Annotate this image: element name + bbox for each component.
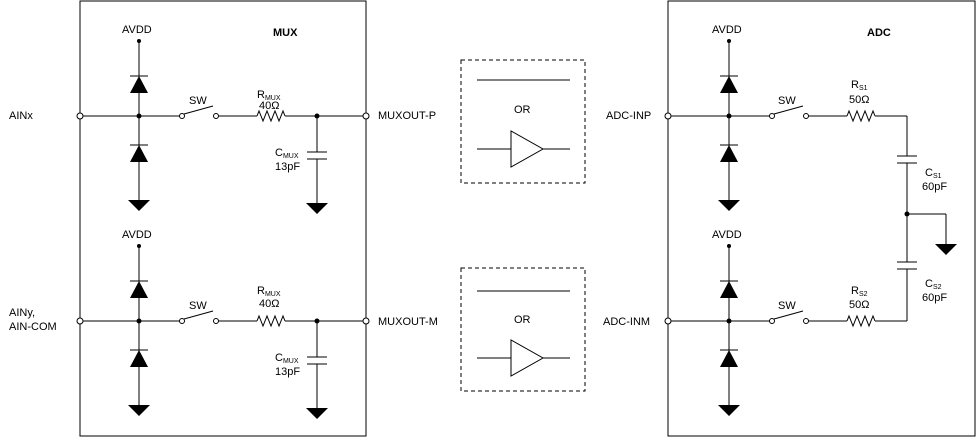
junction-dot	[136, 318, 142, 324]
ground-symbol	[306, 203, 328, 214]
rs2-value: 50Ω	[849, 299, 869, 311]
mux-title: MUX	[273, 27, 298, 39]
switch-blade	[773, 105, 804, 115]
resistor-rs1	[846, 109, 876, 123]
cmux-label: CMUX	[275, 352, 299, 365]
input-label-m-line2: AIN-COM	[9, 321, 57, 333]
avdd-label: AVDD	[712, 229, 742, 241]
buffer-amplifier-icon	[510, 130, 545, 168]
switch-label: SW	[189, 300, 207, 312]
adc-channel-p: ADC-INP AVDD SW RS1 50Ω CS1 60pF	[606, 24, 947, 211]
switch-contact	[179, 318, 185, 324]
avdd-label: AVDD	[712, 24, 742, 36]
output-label-m: MUXOUT-M	[378, 316, 438, 328]
adc-channel-m: ADC-INM AVDD SW RS2 50Ω CS2 60pF	[603, 229, 947, 416]
adc-input-label-p: ADC-INP	[606, 110, 651, 122]
switch-contact	[803, 113, 809, 119]
avdd-label: AVDD	[122, 24, 152, 36]
cs2-value: 60pF	[922, 292, 947, 304]
input-pin-p	[76, 112, 84, 120]
junction-dot	[136, 113, 142, 119]
switch-contact	[179, 113, 185, 119]
input-label-p: AINx	[9, 110, 33, 122]
esd-diode-lower	[720, 350, 738, 367]
switch-label: SW	[189, 95, 207, 107]
buffer-amplifier-icon	[510, 339, 545, 377]
ground-symbol	[718, 405, 740, 416]
rs2-label: RS2	[851, 285, 868, 298]
rmux-value: 40Ω	[259, 298, 279, 310]
adc-input-pin-m	[664, 317, 672, 325]
output-label-p: MUXOUT-P	[378, 110, 436, 122]
mux-box	[79, 0, 367, 437]
avdd-label: AVDD	[122, 229, 152, 241]
esd-diode-lower	[720, 145, 738, 162]
ground-symbol	[128, 405, 150, 416]
ground-symbol	[935, 244, 957, 255]
resistor-rs2	[846, 314, 876, 328]
rs1-value: 50Ω	[849, 94, 869, 106]
switch-contact	[803, 318, 809, 324]
cmux-value: 13pF	[275, 366, 300, 378]
mux-channel-p: AVDD AINx SW RMUX 40Ω CMUX 13pF	[9, 24, 436, 214]
input-pin-m	[76, 317, 84, 325]
switch-blade	[183, 310, 214, 320]
ground-symbol	[306, 408, 328, 419]
rs1-label: RS1	[851, 79, 868, 92]
switch-blade	[183, 105, 214, 115]
ground-symbol	[128, 200, 150, 211]
switch-contact	[769, 113, 775, 119]
junction-dot	[726, 113, 732, 119]
option-box-top: OR	[460, 59, 586, 184]
resistor-rmux	[256, 314, 286, 328]
esd-diode-lower	[130, 350, 148, 367]
rmux-label: RMUX	[257, 285, 281, 298]
switch-label: SW	[778, 95, 796, 107]
or-label: OR	[514, 104, 531, 116]
switch-label: SW	[778, 300, 796, 312]
esd-diode-upper	[720, 281, 738, 298]
input-label-m-line1: AINy,	[9, 307, 35, 319]
esd-diode-upper	[720, 76, 738, 93]
cs1-value: 60pF	[922, 181, 947, 193]
cmux-label: CMUX	[275, 147, 299, 160]
cs1-label: CS1	[925, 167, 942, 180]
switch-contact	[769, 318, 775, 324]
output-pin-p	[362, 112, 370, 120]
adc-box	[667, 0, 976, 437]
esd-diode-lower	[130, 145, 148, 162]
esd-diode-upper	[130, 76, 148, 93]
rmux-label: RMUX	[257, 89, 281, 102]
mux-channel-m: AVDD AINy, AIN-COM SW RMUX 40Ω CMUX 13pF…	[9, 229, 438, 419]
switch-blade	[773, 310, 804, 320]
junction-dot	[726, 318, 732, 324]
adc-title: ADC	[867, 27, 891, 39]
rmux-value: 40Ω	[259, 100, 279, 112]
cmux-value: 13pF	[275, 161, 300, 173]
adc-input-label-m: ADC-INM	[603, 316, 650, 328]
cs2-label: CS2	[925, 278, 942, 291]
resistor-rmux	[256, 109, 286, 123]
or-label: OR	[514, 314, 531, 326]
ground-symbol	[718, 200, 740, 211]
output-pin-m	[362, 317, 370, 325]
option-box-bottom: OR	[460, 267, 586, 392]
switch-contact	[213, 113, 219, 119]
esd-diode-upper	[130, 281, 148, 298]
adc-input-pin-p	[664, 112, 672, 120]
switch-contact	[213, 318, 219, 324]
